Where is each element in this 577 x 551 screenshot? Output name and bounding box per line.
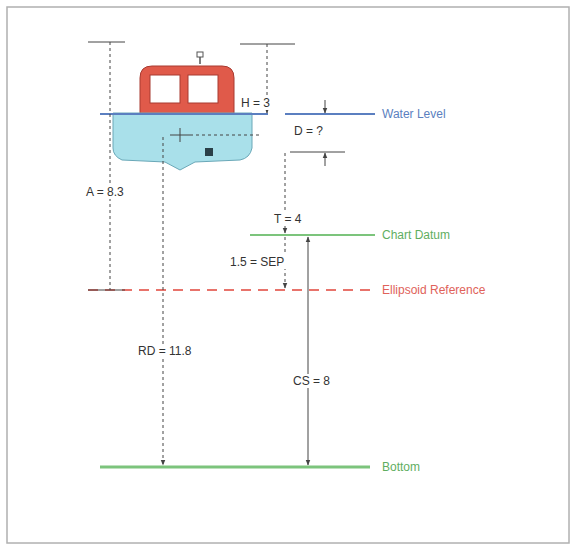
line-name: Bottom <box>380 460 422 474</box>
dimension-label: CS = 8 <box>291 374 332 388</box>
line-name: Ellipsoid Reference <box>380 283 487 297</box>
dimension-lines <box>88 42 345 465</box>
dimension-label: 1.5 = SEP <box>228 255 286 269</box>
chart-datum-line <box>250 234 375 236</box>
boat <box>113 52 252 170</box>
dimension-label: D = ? <box>292 124 325 138</box>
water-level-line <box>285 113 375 115</box>
frame <box>7 7 569 543</box>
dimension-label: RD = 11.8 <box>136 344 193 358</box>
dimension-label: H = 3 <box>239 96 272 110</box>
line-name: Chart Datum <box>380 228 452 242</box>
dimension-label: T = 4 <box>272 212 303 226</box>
bottom-line <box>100 466 370 469</box>
water-level-line <box>100 113 268 115</box>
line-name: Water Level <box>380 107 448 121</box>
ellipsoid-line <box>88 289 375 291</box>
dimension-label: A = 8.3 <box>84 185 126 199</box>
